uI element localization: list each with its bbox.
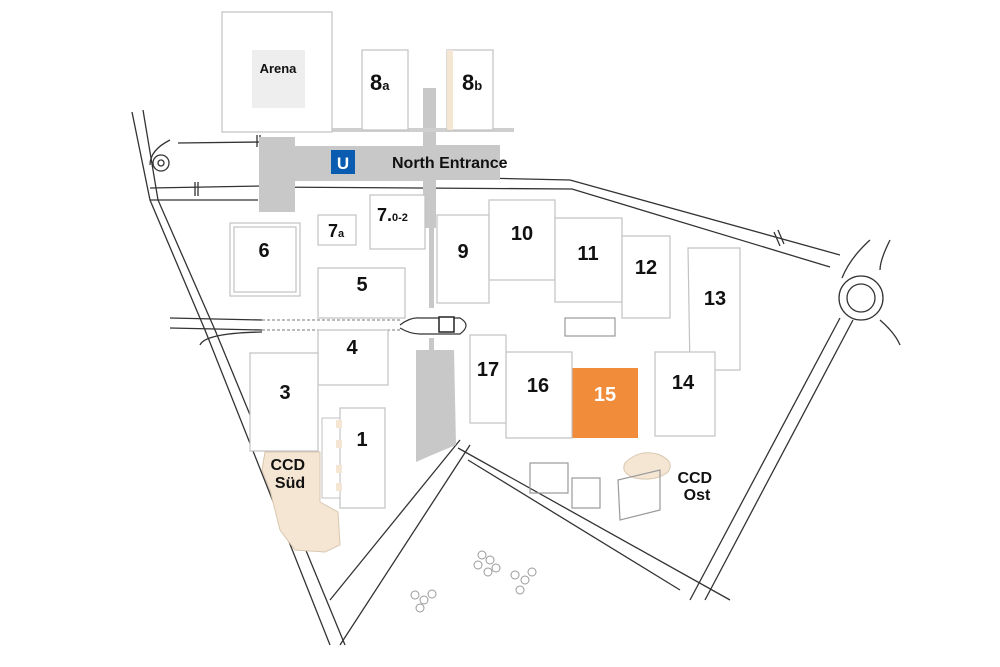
ccd-ost-line1: CCD	[677, 470, 712, 487]
hall-7-0-2[interactable]: 7.0-2	[369, 194, 426, 250]
arena-hall[interactable]: Arena	[221, 11, 333, 133]
svg-text:CCD Süd: CCD Süd	[270, 457, 309, 492]
hall-6[interactable]: 6	[229, 222, 301, 297]
hall-4-label: 4	[346, 337, 358, 359]
ccd-sud-line1: CCD	[270, 457, 305, 474]
hall-10-label: 10	[511, 223, 533, 245]
hall-8b-number: 8	[462, 70, 474, 95]
hall-8a-sub: a	[382, 78, 390, 93]
roads	[131, 109, 901, 646]
hall-1[interactable]: 1	[321, 407, 386, 509]
hall-6-label: 6	[258, 240, 269, 262]
hall-16-label: 16	[527, 375, 549, 397]
hall-12[interactable]: 12	[621, 235, 671, 319]
arena-label: Arena	[260, 61, 298, 76]
svg-text:7a: 7a	[328, 221, 345, 241]
hall-3-label: 3	[279, 382, 290, 404]
hall-11-label: 11	[577, 243, 598, 265]
hall-8b[interactable]: 8b	[446, 49, 494, 131]
ccd-sud-line2: Süd	[275, 475, 305, 492]
hall-5-label: 5	[356, 274, 367, 296]
hall-7a-number: 7	[328, 221, 338, 241]
hall-13-label: 13	[704, 288, 726, 310]
hall-8a-number: 8	[370, 70, 382, 95]
hall-3[interactable]: 3	[249, 352, 319, 452]
hall-9-label: 9	[457, 241, 468, 263]
hall-14[interactable]: 14	[654, 351, 716, 437]
hall-7a-sub: a	[338, 228, 345, 240]
hall-1-label: 1	[356, 429, 367, 451]
hall-4[interactable]: 4	[317, 329, 389, 386]
north-entrance-label: North Entrance	[392, 155, 508, 172]
hall-5[interactable]: 5	[317, 267, 406, 319]
hall-7-0-2-sub: 0-2	[392, 212, 408, 224]
hall-15[interactable]: 15	[572, 368, 638, 438]
hall-15-label: 15	[594, 384, 616, 406]
svg-text:CCD Ost: CCD Ost	[677, 470, 716, 504]
hall-7-0-2-number: 7.	[377, 205, 392, 225]
svg-text:8a: 8a	[370, 70, 390, 95]
subway-u-letter: U	[337, 154, 349, 173]
hall-10[interactable]: 10	[488, 199, 556, 281]
hall-7a[interactable]: 7a	[317, 214, 357, 246]
tree-groups	[410, 550, 537, 613]
hall-17-label: 17	[477, 359, 499, 381]
svg-text:8b: 8b	[462, 70, 482, 95]
hall-12-label: 12	[635, 257, 657, 279]
hall-8b-sub: b	[474, 78, 482, 93]
ccd-sud[interactable]: CCD Süd	[261, 451, 341, 553]
ccd-ost-line2: Ost	[684, 487, 711, 504]
north-entrance[interactable]: U North Entrance	[331, 150, 508, 174]
hall-8a[interactable]: 8a	[361, 49, 409, 131]
hall-17[interactable]: 17	[469, 334, 507, 424]
hall-9[interactable]: 9	[436, 214, 490, 304]
subway-u-icon	[331, 150, 355, 174]
hall-11[interactable]: 11	[554, 217, 623, 303]
svg-text:7.0-2: 7.0-2	[377, 205, 408, 225]
pavilion-shapes	[529, 317, 661, 521]
hall-16[interactable]: 16	[505, 351, 573, 439]
hall-13[interactable]: 13	[687, 247, 741, 371]
hall-14-label: 14	[672, 372, 695, 394]
ccd-ost[interactable]: CCD Ost	[623, 452, 717, 504]
